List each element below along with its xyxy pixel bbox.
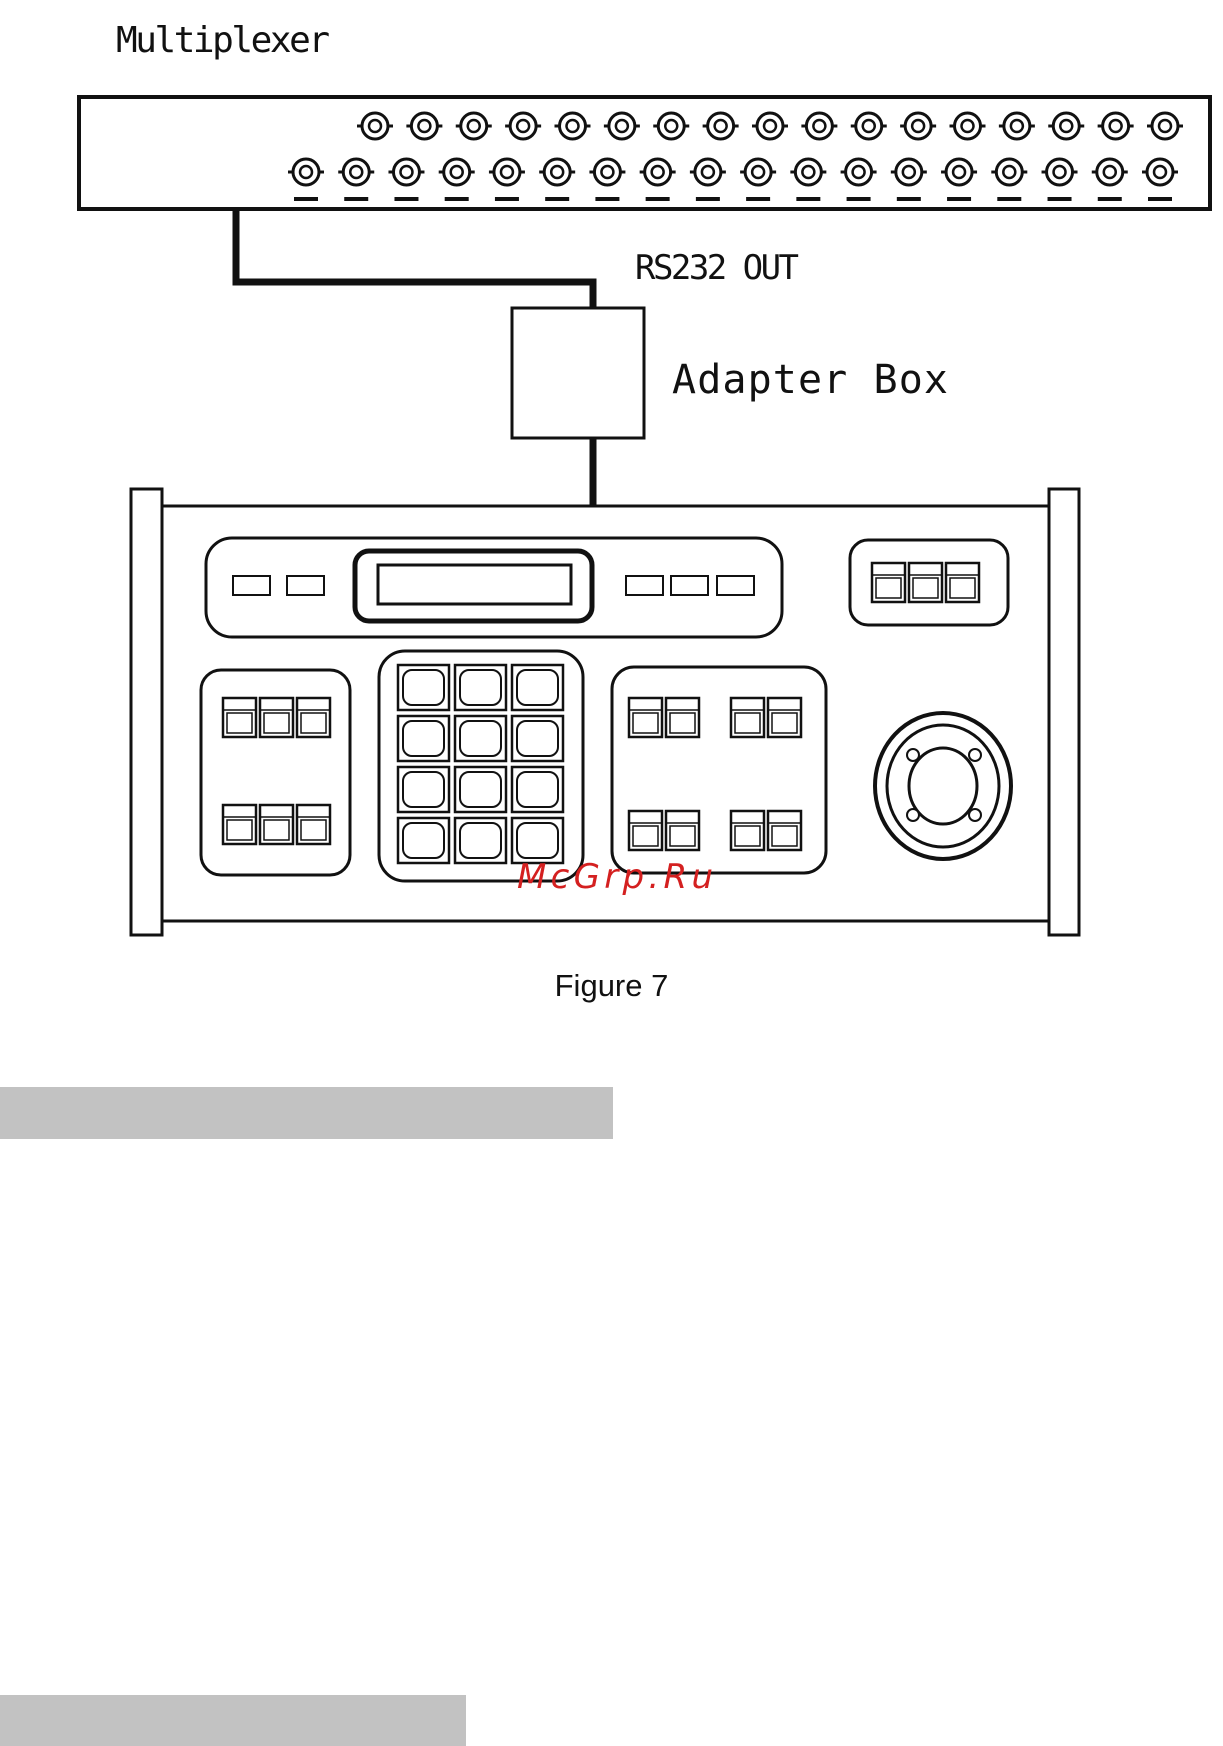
numeric-key[interactable] bbox=[398, 716, 449, 761]
adapter-box bbox=[512, 308, 644, 438]
function-key[interactable] bbox=[731, 811, 764, 850]
numeric-key[interactable] bbox=[512, 767, 563, 812]
function-key[interactable] bbox=[223, 805, 256, 844]
port-label-mark bbox=[847, 197, 871, 201]
numeric-key[interactable] bbox=[398, 818, 449, 863]
numeric-key[interactable] bbox=[398, 665, 449, 710]
multiplexer-label: Multiplexer bbox=[116, 20, 330, 61]
function-key[interactable] bbox=[260, 805, 293, 844]
function-key[interactable] bbox=[666, 811, 699, 850]
rs232-out-label: RS232 OUT bbox=[635, 248, 799, 288]
function-key[interactable] bbox=[223, 698, 256, 737]
numeric-key[interactable] bbox=[455, 665, 506, 710]
port-label-mark bbox=[796, 197, 820, 201]
keyboard-right-endcap bbox=[1049, 489, 1079, 935]
function-key[interactable] bbox=[297, 698, 330, 737]
numeric-key[interactable] bbox=[455, 818, 506, 863]
port-label-mark bbox=[344, 197, 368, 201]
port-label-mark bbox=[1148, 197, 1172, 201]
lcd-display bbox=[378, 565, 571, 604]
top-right-keys bbox=[872, 563, 979, 602]
rs232-cable bbox=[236, 210, 593, 310]
port-label-mark bbox=[947, 197, 971, 201]
multiplexer-top-connectors bbox=[357, 113, 1183, 139]
port-label-mark bbox=[394, 197, 418, 201]
function-key[interactable] bbox=[666, 698, 699, 737]
port-label-mark bbox=[696, 197, 720, 201]
function-key[interactable] bbox=[909, 563, 942, 602]
figure-caption: Figure 7 bbox=[0, 968, 1223, 1004]
port-label-mark bbox=[997, 197, 1021, 201]
numeric-key[interactable] bbox=[455, 716, 506, 761]
port-label-mark bbox=[646, 197, 670, 201]
function-key[interactable] bbox=[946, 563, 979, 602]
port-label-mark bbox=[1098, 197, 1122, 201]
port-label-mark bbox=[495, 197, 519, 201]
numeric-key[interactable] bbox=[455, 767, 506, 812]
function-key[interactable] bbox=[768, 811, 801, 850]
function-key[interactable] bbox=[872, 563, 905, 602]
numeric-key[interactable] bbox=[512, 665, 563, 710]
port-label-mark bbox=[897, 197, 921, 201]
port-label-mark bbox=[294, 197, 318, 201]
adapter-box-label: Adapter Box bbox=[672, 357, 948, 403]
section-header-bar bbox=[0, 1695, 466, 1746]
numeric-key[interactable] bbox=[512, 716, 563, 761]
connection-diagram: Multiplexer RS232 OUT Adapter Box bbox=[0, 0, 1223, 1010]
section-header-bar bbox=[0, 1087, 613, 1139]
port-label-mark bbox=[445, 197, 469, 201]
function-key[interactable] bbox=[629, 698, 662, 737]
keyboard-left-endcap bbox=[131, 489, 162, 935]
function-key[interactable] bbox=[260, 698, 293, 737]
function-key[interactable] bbox=[629, 811, 662, 850]
port-label-mark bbox=[746, 197, 770, 201]
joystick-icon bbox=[875, 713, 1011, 859]
port-label-mark bbox=[1048, 197, 1072, 201]
function-key[interactable] bbox=[731, 698, 764, 737]
multiplexer-box bbox=[79, 97, 1210, 209]
function-key[interactable] bbox=[297, 805, 330, 844]
function-key[interactable] bbox=[768, 698, 801, 737]
port-label-mark bbox=[545, 197, 569, 201]
port-label-mark bbox=[595, 197, 619, 201]
numeric-key[interactable] bbox=[398, 767, 449, 812]
